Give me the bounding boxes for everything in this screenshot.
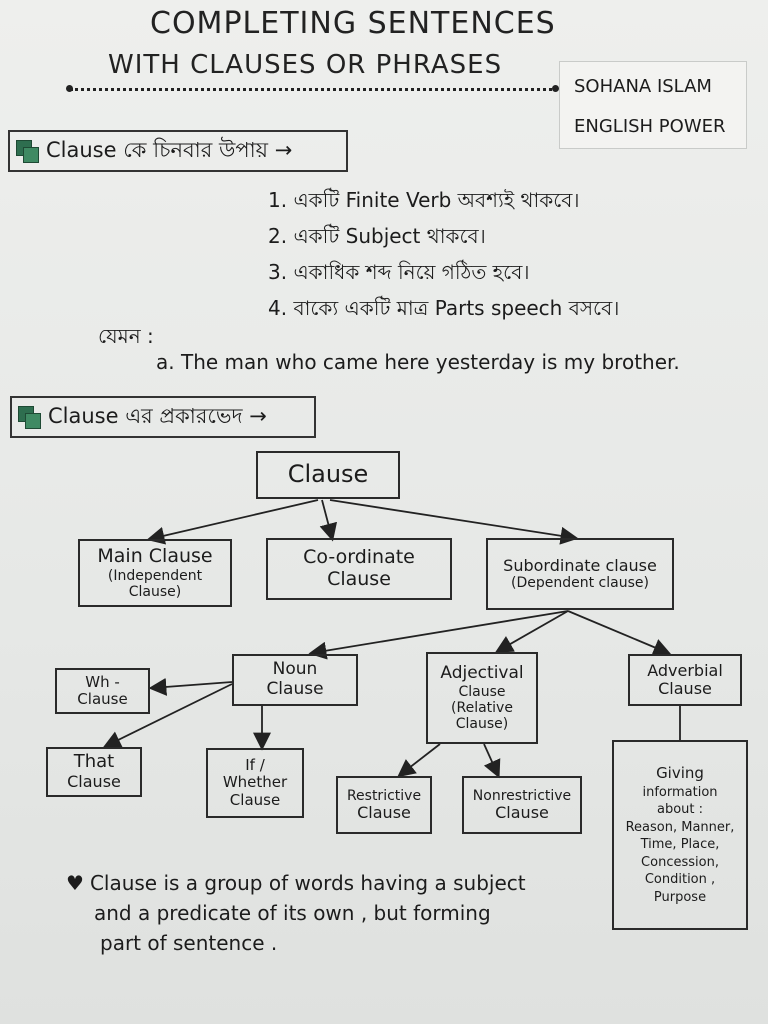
nonrestrictive-clause-box: Nonrestrictive Clause [462, 776, 582, 834]
wh-clause-box: Wh - Clause [55, 668, 150, 714]
adjectival-clause-box: Adjectival Clause (Relative Clause) [426, 652, 538, 744]
box-label: Giving [656, 764, 704, 783]
author-card: SOHANA ISLAM ENGLISH POWER [560, 62, 746, 148]
arrow-sub-to-adverbial [567, 610, 672, 656]
example-sentence: a. The man who came here yesterday is my… [156, 350, 680, 374]
box-label: Clause [266, 679, 324, 699]
example-label: যেমন : [98, 324, 154, 348]
box-label: Purpose [653, 889, 707, 905]
rule-item: 2. একটি Subject থাকবে। [268, 224, 486, 248]
title-dotted-divider [70, 88, 558, 91]
box-label: Clause [287, 460, 369, 489]
arrow-noun-to-wh [148, 677, 233, 696]
adverbial-clause-box: Adverbial Clause [628, 654, 742, 706]
box-label: If / [245, 756, 265, 775]
restrictive-clause-box: Restrictive Clause [336, 776, 432, 834]
author-name: SOHANA ISLAM [574, 76, 712, 97]
rule-item: 1. একটি Finite Verb অবশ্যই থাকবে। [268, 188, 580, 212]
box-label: Subordinate clause [503, 555, 657, 575]
arrow-noun-to-that [102, 683, 233, 748]
note-line-3: part of sentence . [100, 931, 278, 955]
adverbial-info-box: Giving information about : Reason, Manne… [612, 740, 748, 930]
arrow-sub-to-adjectival [494, 610, 569, 653]
box-label: Clause [229, 790, 281, 809]
box-label: Adverbial [647, 660, 723, 680]
section-heading-text: Clause কে চিনবার উপায় → [46, 137, 293, 162]
section-heading-identify-clause: Clause কে চিনবার উপায় → [8, 130, 348, 172]
if-whether-clause-box: If / Whether Clause [206, 748, 304, 818]
coordinate-clause-box: Co-ordinate Clause [266, 538, 452, 600]
box-label: Noun [272, 659, 318, 680]
definition-note: ♥Clause is a group of words having a sub… [66, 868, 526, 958]
arrow-sub-to-noun [308, 610, 569, 660]
arrow-adj-to-restrictive [397, 743, 441, 778]
divider-right-dot [552, 85, 559, 92]
box-label: Clause) [128, 583, 182, 600]
box-label: Clause [67, 772, 121, 792]
box-label: That [73, 751, 115, 773]
box-label: Time, Place, [640, 837, 720, 853]
box-label: Restrictive [346, 787, 422, 804]
author-brand: ENGLISH POWER [574, 116, 726, 137]
box-label: Reason, Manner, [625, 819, 735, 835]
box-label: Clause [357, 802, 411, 822]
box-label: Main Clause [97, 544, 213, 567]
rule-item: 4. বাক্যে একটি মাত্র Parts speech বসবে। [268, 296, 620, 320]
note-line-2: and a predicate of its own , but forming [94, 901, 491, 925]
page-title-line-2: WITH CLAUSES OR PHRASES [108, 50, 503, 80]
bullet-square-icon [18, 406, 41, 429]
box-label: Clause [77, 690, 128, 708]
box-label: about : [656, 802, 704, 818]
arrow-root-to-coordinate [319, 499, 338, 542]
rule-item: 3. একাধিক শব্দ নিয়ে গঠিত হবে। [268, 260, 530, 284]
box-label: Clause [327, 568, 391, 590]
box-label: Clause [458, 683, 506, 700]
arrow-root-to-main [146, 499, 319, 545]
heart-bullet-icon: ♥ [66, 871, 84, 895]
section-heading-clause-types: Clause এর প্রকারভেদ → [10, 396, 316, 438]
bullet-square-icon [16, 140, 39, 163]
that-clause-box: That Clause [46, 747, 142, 797]
main-clause-box: Main Clause (Independent Clause) [78, 539, 232, 607]
box-label: Co-ordinate [303, 546, 415, 569]
box-label: Clause [495, 802, 549, 822]
box-label: Condition , [644, 872, 716, 888]
note-text: Clause is a group of words having a subj… [89, 871, 526, 895]
box-label: (Dependent clause) [511, 575, 649, 592]
section-heading-text: Clause এর প্রকারভেদ → [48, 403, 267, 428]
box-label: Adjectival [440, 663, 524, 684]
note-line-1: ♥Clause is a group of words having a sub… [66, 868, 526, 898]
box-label: (Independent [107, 567, 203, 584]
box-label: Clause) [455, 715, 509, 732]
box-label: Whether [222, 773, 288, 792]
subordinate-clause-box: Subordinate clause (Dependent clause) [486, 538, 674, 610]
box-label: Wh - [85, 672, 120, 691]
box-label: (Relative [451, 699, 513, 716]
box-label: Concession, [641, 854, 719, 870]
box-label: Nonrestrictive [472, 787, 572, 804]
divider-left-dot [66, 85, 73, 92]
box-label: information [642, 784, 718, 800]
box-label: Clause [658, 679, 712, 698]
noun-clause-box: Noun Clause [232, 654, 358, 706]
root-clause-box: Clause [256, 451, 400, 499]
arrow-adj-to-nonrestrictive [483, 743, 501, 779]
page-title-line-1: COMPLETING SENTENCES [150, 6, 556, 41]
arrow-root-to-subordinate [329, 499, 579, 545]
